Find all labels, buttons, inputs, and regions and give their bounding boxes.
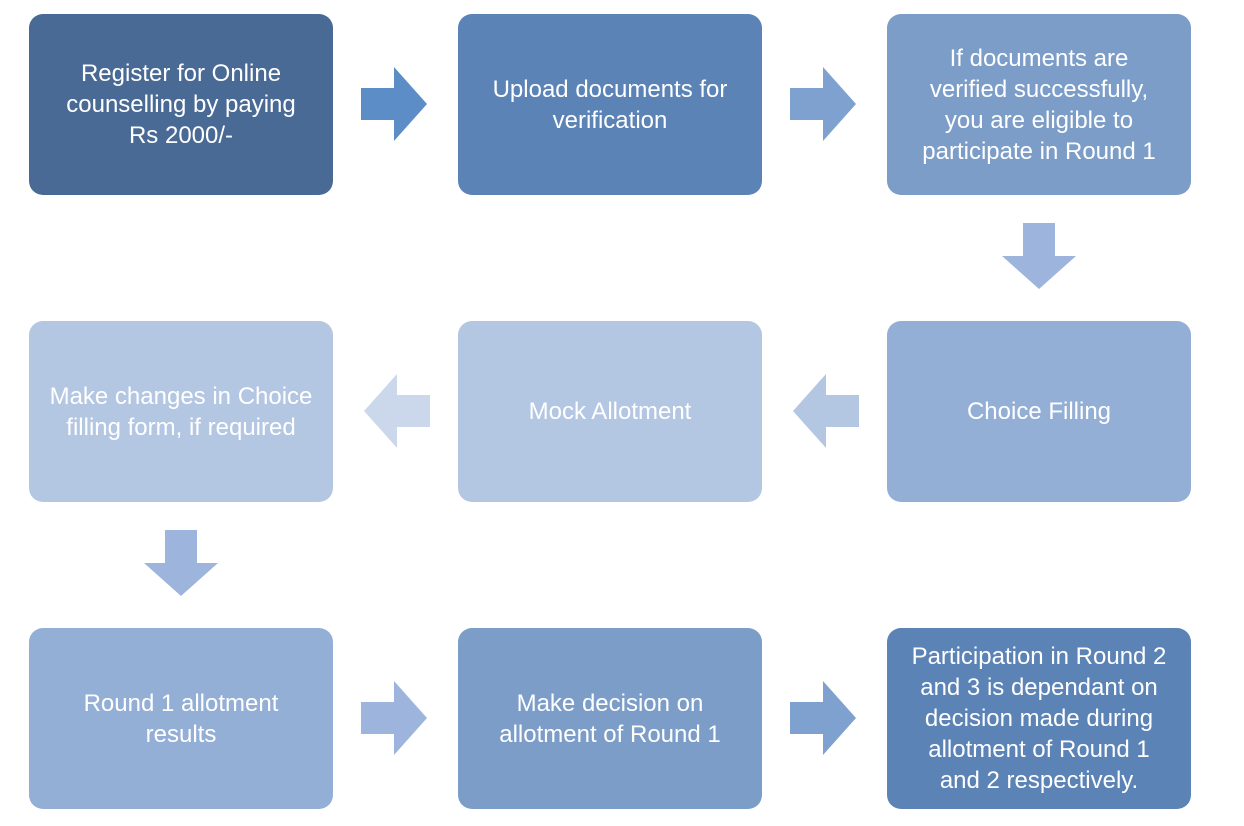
step-round2-3-box: Participation in Round 2 and 3 is depend… — [887, 628, 1191, 809]
step-make-changes-box: Make changes in Choice filling form, if … — [29, 321, 333, 502]
step-make-changes-text: Make changes in Choice filling form, if … — [49, 382, 313, 441]
arrow-right-3 — [361, 681, 427, 755]
arrow-right-1 — [361, 67, 427, 141]
step-round1-results-text: Round 1 allotment results — [83, 689, 279, 748]
step-choice-filling-text: Choice Filling — [966, 398, 1112, 425]
step-decision-text: Make decision on allotment of Round 1 — [499, 689, 721, 748]
arrow-right-2 — [790, 67, 856, 141]
step-register-text: Register for Online counselling by payin… — [66, 60, 296, 149]
step-verified-text: If documents are verified successfully, … — [922, 44, 1156, 165]
step-decision-box: Make decision on allotment of Round 1 — [458, 628, 762, 809]
arrow-left-2 — [364, 374, 430, 448]
step-upload-text: Upload documents for verification — [492, 75, 728, 134]
step-register-box: Register for Online counselling by payin… — [29, 14, 333, 195]
arrow-left-1 — [793, 374, 859, 448]
step-round2-3-text: Participation in Round 2 and 3 is depend… — [911, 643, 1167, 794]
arrow-down-1 — [1002, 223, 1076, 289]
step-verified-box: If documents are verified successfully, … — [887, 14, 1191, 195]
arrow-right-4 — [790, 681, 856, 755]
step-choice-filling-box: Choice Filling — [887, 321, 1191, 502]
step-upload-box: Upload documents for verification — [458, 14, 762, 195]
step-mock-allotment-text: Mock Allotment — [528, 398, 692, 425]
step-round1-results-box: Round 1 allotment results — [29, 628, 333, 809]
step-mock-allotment-box: Mock Allotment — [458, 321, 762, 502]
arrow-down-2 — [144, 530, 218, 596]
